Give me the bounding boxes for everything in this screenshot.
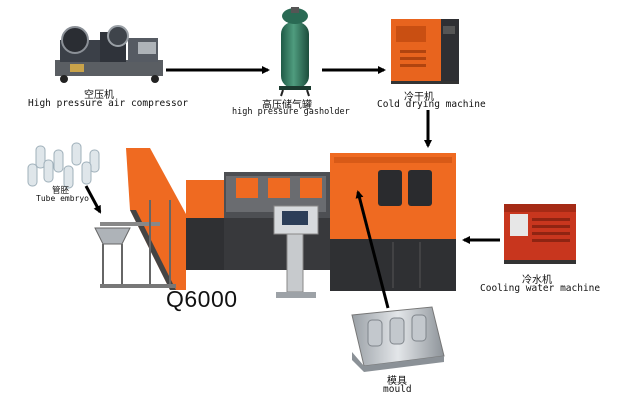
air-compressor-image (55, 25, 163, 83)
chiller-label-cn: 冷水机 (522, 275, 552, 286)
arrow-preforms-to-loader (84, 185, 102, 214)
mould-label-cn: 模具 (387, 376, 407, 387)
preforms-image (27, 142, 100, 189)
machine-model-label: Q6000 (166, 286, 238, 312)
compressor-label-cn: 空压机 (84, 90, 114, 101)
gasholder-label-cn: 高压储气罐 (262, 100, 312, 111)
cold-dryer-image (391, 19, 459, 84)
dryer-label-en: Cold drying machine (377, 99, 486, 110)
preforms-label-cn: 管胚 (52, 186, 70, 196)
chiller-image (504, 204, 576, 264)
dryer-label-cn: 冷干机 (404, 92, 434, 103)
arrow-mould-to-machine (355, 190, 390, 309)
flow-arrows (84, 66, 500, 309)
gasholder-label-en: high pressure gasholder (232, 107, 350, 117)
preforms-label-en: Tube embryo (36, 194, 89, 203)
compressor-label-en: High pressure air compressor (28, 98, 189, 109)
mould-label-en: mould (383, 384, 412, 395)
chiller-label-en: Cooling water machine (480, 283, 601, 294)
mould-image (351, 306, 445, 372)
gasholder-tank-image (279, 7, 311, 97)
blow-molding-machine-image (94, 148, 456, 298)
